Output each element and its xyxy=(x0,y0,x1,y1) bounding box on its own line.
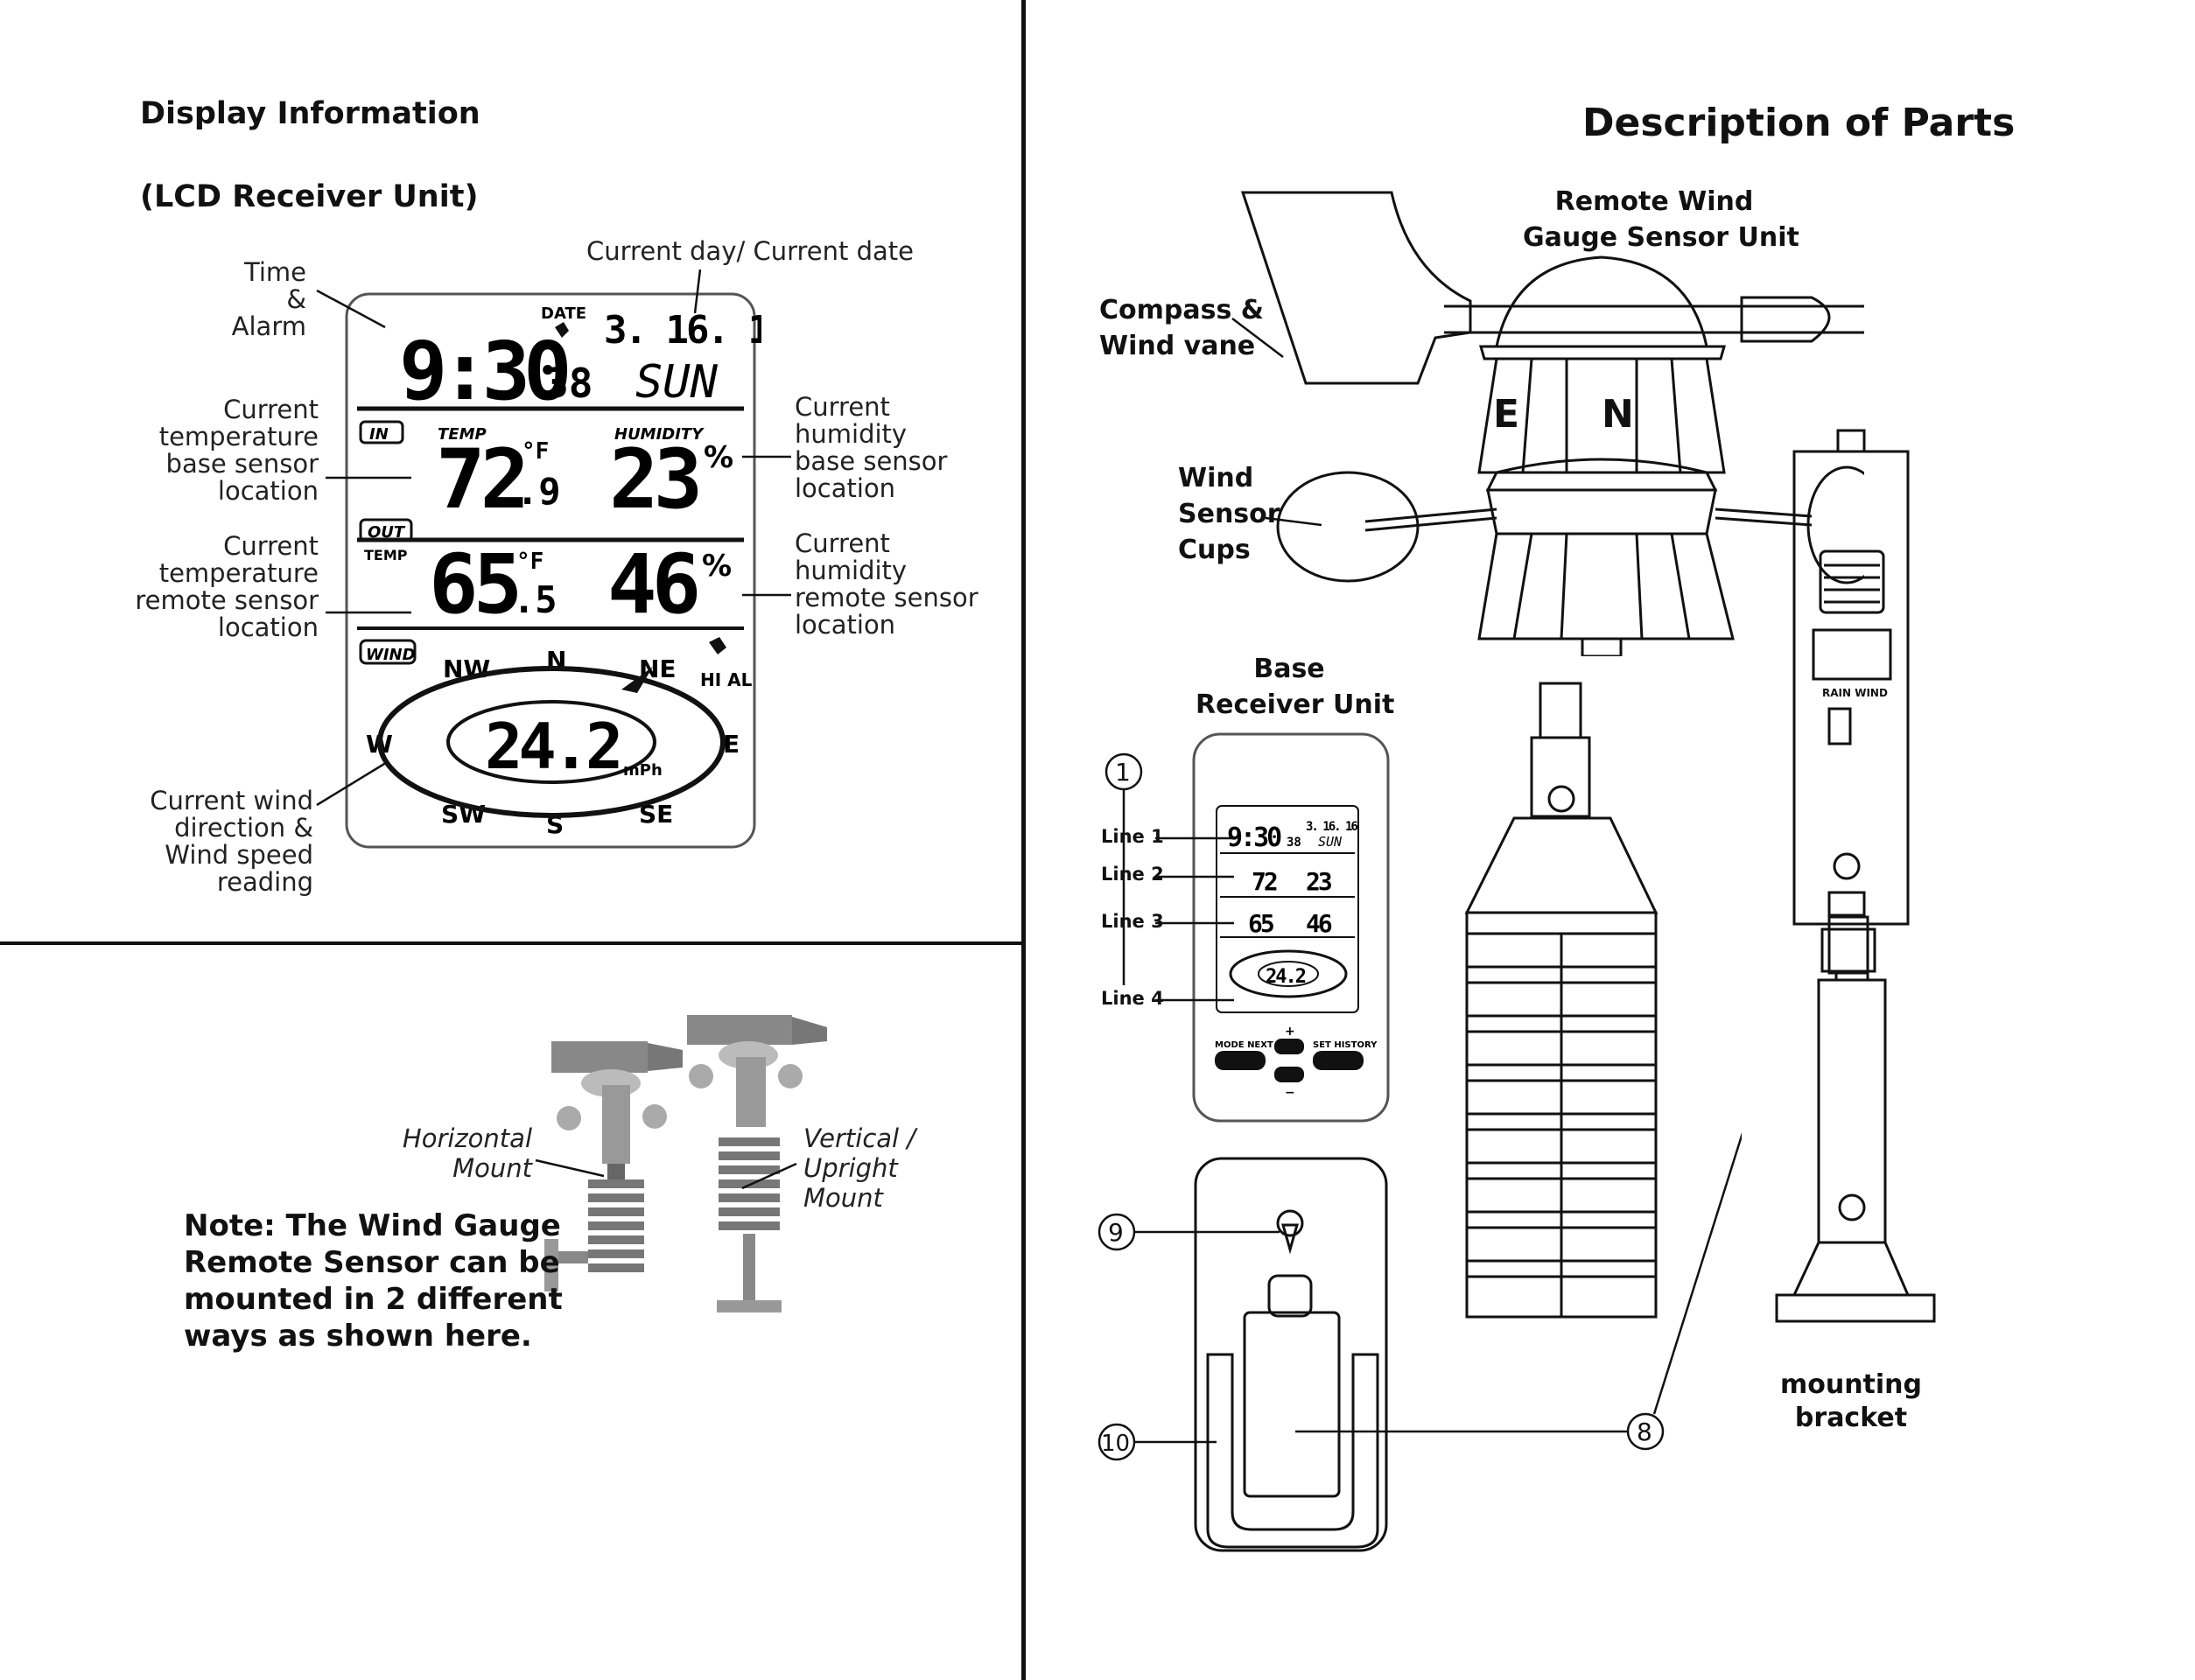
line-2-label: Line 2 xyxy=(1101,864,1164,885)
minus-button[interactable] xyxy=(1274,1067,1304,1082)
mini-day: SUN xyxy=(1318,834,1343,850)
mini-in-temp: 72 xyxy=(1252,867,1277,896)
lcd-time: 9:30 xyxy=(399,325,567,418)
set-history-button[interactable] xyxy=(1313,1051,1364,1070)
out-badge: OUT xyxy=(368,523,406,542)
in-humidity-percent: % xyxy=(704,440,733,475)
callout-current-date: Current day/ Current date xyxy=(586,236,914,266)
part-number-9: 9 xyxy=(1108,1218,1124,1247)
wind-direction-arrow xyxy=(621,667,653,693)
in-temp: 72 xyxy=(436,432,524,528)
mode-next-label: MODE NEXT xyxy=(1215,1040,1273,1050)
out-temp-label: TEMP xyxy=(364,547,408,564)
callout-wind: Current wind direction & Wind speed read… xyxy=(150,786,313,897)
transmitter-pole: RAIN WIND xyxy=(1775,429,1936,1323)
wind-speed-unit: mPh xyxy=(623,761,663,780)
base-receiver-label: Base Receiver Unit xyxy=(1196,654,1395,720)
lcd-leader-lines xyxy=(316,269,791,807)
wind-gauge-sensor: E N xyxy=(1240,191,1864,656)
vertical-mount-label: Vertical / Upright Mount xyxy=(803,1124,916,1213)
horizontal-divider xyxy=(0,942,1026,945)
line-4-label: Line 4 xyxy=(1101,988,1164,1009)
vertical-mount-illustration xyxy=(687,1015,827,1312)
callout-time-alarm: Time & Alarm xyxy=(231,257,306,341)
callout-humidity-base: Current humidity base sensor location xyxy=(795,392,948,503)
compass-e: E xyxy=(723,730,740,759)
plus-button[interactable] xyxy=(1274,1039,1304,1054)
line-1-label: Line 1 xyxy=(1101,826,1164,847)
vane-letter-e: E xyxy=(1493,392,1519,437)
in-temp-decimal: .9 xyxy=(516,470,561,513)
lcd-seconds: 38 xyxy=(544,360,593,407)
vane-letter-n: N xyxy=(1602,392,1634,437)
in-badge: IN xyxy=(369,425,389,444)
out-temp-unit: °F xyxy=(516,549,543,575)
callout-temp-remote: Current temperature remote sensor locati… xyxy=(135,531,319,642)
alarm-bell-icon xyxy=(709,637,726,654)
display-info-title: Display Information xyxy=(140,96,480,131)
mini-out-humidity: 46 xyxy=(1306,909,1332,938)
sensor-cups-label: Wind Sensor Cups xyxy=(1178,463,1280,565)
radiation-shield xyxy=(1464,682,1659,1319)
out-humidity-percent: % xyxy=(702,549,732,584)
wind-speed: 24.2 xyxy=(485,710,619,783)
vertical-divider xyxy=(1021,0,1026,1680)
hi-al-label: HI AL xyxy=(700,669,753,690)
humidity-label: HUMIDITY xyxy=(614,425,705,444)
mini-time: 9:30 xyxy=(1227,822,1281,853)
lcd-date-label: DATE xyxy=(541,304,586,323)
parts-leader-lines xyxy=(1231,318,1322,527)
mini-date: 3. 16. 16 xyxy=(1306,820,1357,834)
mount-leader-lines xyxy=(535,1158,797,1190)
compass-vane-label: Compass & Wind vane xyxy=(1099,295,1264,361)
mini-wind-speed: 24.2 xyxy=(1266,966,1306,988)
horizontal-mount-label: Horizontal Mount xyxy=(402,1124,532,1183)
in-temp-unit: °F xyxy=(522,438,549,465)
callout-humidity-remote: Current humidity remote sensor location xyxy=(795,528,978,640)
horizontal-mount-illustration xyxy=(544,1041,683,1292)
mini-seconds: 38 xyxy=(1287,836,1301,850)
out-temp: 65 xyxy=(429,537,518,633)
wind-badge: WIND xyxy=(366,646,416,664)
out-temp-decimal: .5 xyxy=(513,578,558,621)
line-3-label: Line 3 xyxy=(1101,911,1164,932)
mini-in-humidity: 23 xyxy=(1306,867,1332,896)
temp-label: TEMP xyxy=(438,425,487,444)
mount-note: Note: The Wind Gauge Remote Sensor can b… xyxy=(184,1208,563,1354)
set-history-label: SET HISTORY xyxy=(1313,1040,1378,1050)
lcd-receiver-subtitle: (LCD Receiver Unit) xyxy=(140,179,479,214)
mounting-bracket-label: mounting bracket xyxy=(1779,1369,1923,1433)
part-number-8: 8 xyxy=(1637,1418,1652,1446)
mini-out-temp: 65 xyxy=(1248,909,1273,938)
plus-label: + xyxy=(1285,1025,1295,1039)
callout-temp-base: Current temperature base sensor location xyxy=(158,395,319,506)
minus-label: − xyxy=(1285,1086,1295,1100)
lcd-date: 3. 16. 16 xyxy=(604,308,761,353)
in-humidity: 23 xyxy=(609,432,698,528)
part-number-10: 10 xyxy=(1101,1431,1130,1457)
lcd-display: DATE 3. 16. 16 9:30 38 SUN IN TEMP HUMID… xyxy=(345,292,761,849)
out-humidity: 46 xyxy=(607,537,698,633)
alarm-bell-icon xyxy=(555,322,569,338)
parts-title: Description of Parts xyxy=(1582,101,2016,145)
lcd-day: SUN xyxy=(635,356,719,409)
transmitter-rain-wind-label: RAIN WIND xyxy=(1822,687,1888,699)
part-number-1: 1 xyxy=(1115,758,1131,787)
part-number-callouts: 1 9 10 8 xyxy=(1098,752,1742,1461)
base-receiver-unit: 9:30 38 3. 16. 16 SUN 72 23 65 46 24.2 M… xyxy=(1192,732,1390,1123)
mode-next-button[interactable] xyxy=(1215,1051,1266,1070)
receiver-back xyxy=(1194,1157,1388,1552)
